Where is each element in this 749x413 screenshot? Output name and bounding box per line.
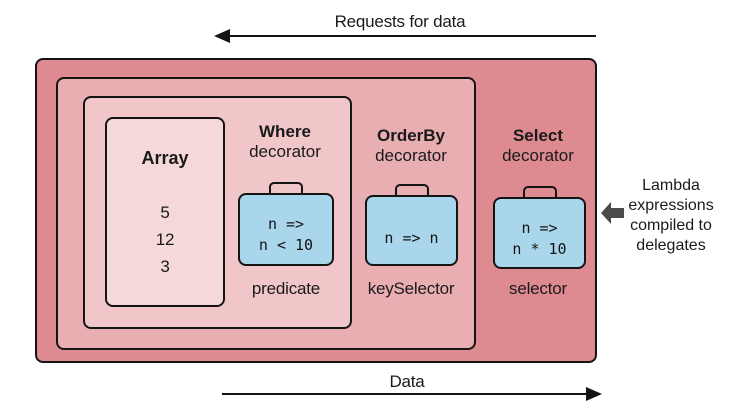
- orderby-param-label: keySelector: [367, 279, 455, 298]
- where-title: Where decorator: [215, 122, 355, 162]
- orderby-suffix: decorator: [375, 146, 447, 165]
- case-handle: [269, 182, 303, 196]
- case-handle: [394, 184, 429, 198]
- where-lambda-case: n => n < 10: [238, 182, 334, 266]
- case-body: [493, 197, 586, 269]
- where-suffix: decorator: [249, 142, 321, 161]
- select-code-line: n * 10: [512, 240, 567, 258]
- select-name: Select: [512, 126, 564, 145]
- orderby-name: OrderBy: [376, 126, 446, 145]
- array-title: Array: [141, 148, 189, 168]
- select-param-label: selector: [509, 279, 567, 298]
- data-label: Data: [389, 372, 425, 391]
- where-code-line: n < 10: [258, 236, 314, 254]
- select-lambda-case: n => n * 10: [493, 186, 586, 269]
- lambda-note: Lambda expressions compiled to delegates: [626, 176, 716, 256]
- lambda-note-line: Lambda: [642, 177, 700, 194]
- requests-arrow: [214, 29, 596, 43]
- where-param-label: predicate: [251, 279, 321, 298]
- orderby-lambda-case: n => n: [365, 184, 458, 266]
- array-value: 12: [155, 230, 175, 249]
- data-arrow: [222, 387, 602, 401]
- select-suffix: decorator: [502, 146, 574, 165]
- case-body: [365, 195, 458, 266]
- lambda-note-line: expressions: [628, 197, 714, 214]
- where-code-line: n =>: [267, 215, 305, 233]
- lambda-note-line: delegates: [636, 237, 706, 254]
- case-body: [238, 193, 334, 266]
- requests-for-data-label: Requests for data: [334, 12, 466, 31]
- select-code-line: n =>: [521, 219, 558, 237]
- array-value: 3: [160, 257, 170, 276]
- lambda-side-arrow: [601, 202, 624, 224]
- orderby-title: OrderBy decorator: [341, 126, 481, 166]
- array-box: [105, 117, 225, 307]
- orderby-code-line: n => n: [384, 229, 439, 247]
- select-title: Select decorator: [468, 126, 608, 166]
- array-value: 5: [160, 203, 170, 222]
- lambda-note-line: compiled to: [630, 217, 712, 234]
- where-name: Where: [259, 122, 311, 141]
- case-handle: [522, 186, 557, 200]
